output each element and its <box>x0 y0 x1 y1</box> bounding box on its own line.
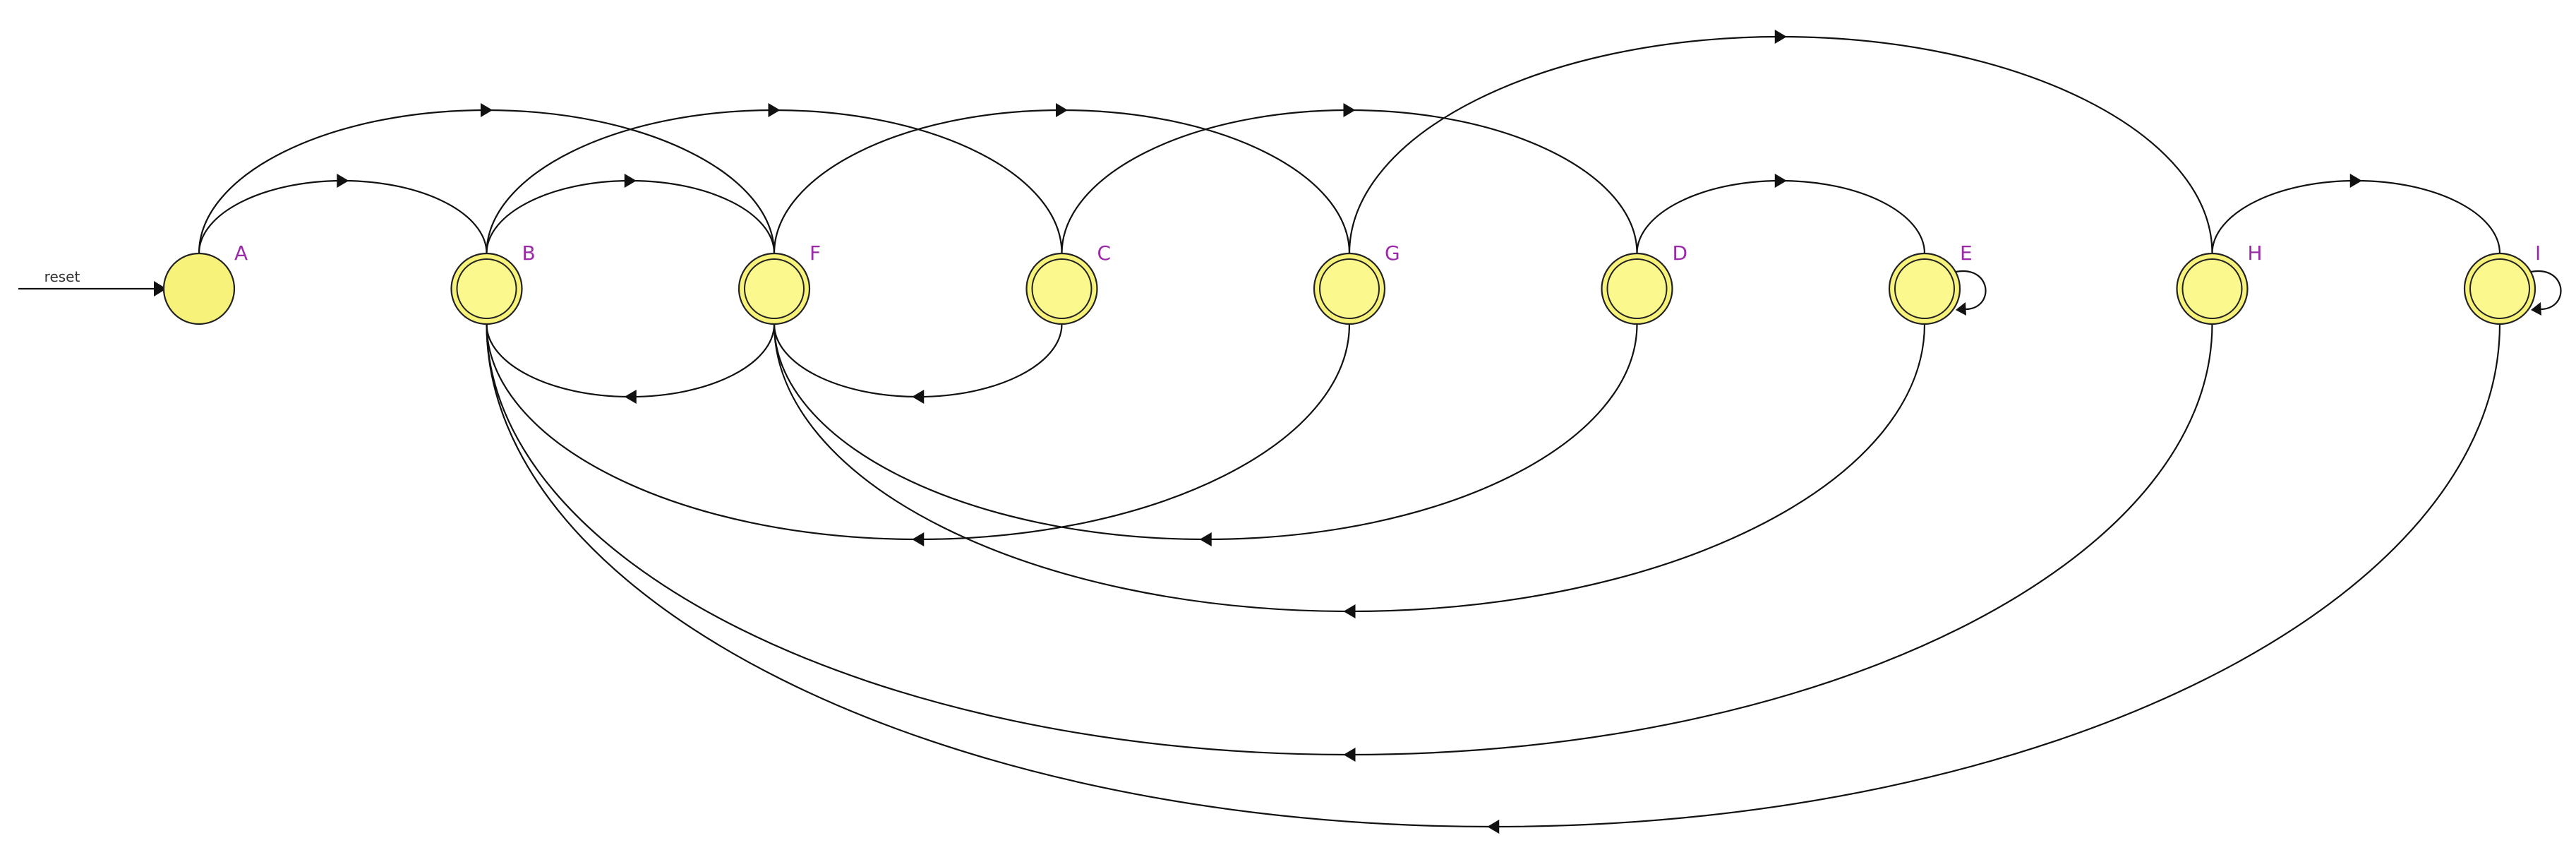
state-label: A <box>234 241 248 265</box>
state-label: C <box>1097 241 1112 265</box>
arrowhead <box>768 103 781 117</box>
arrowhead <box>1774 174 1787 188</box>
arrowhead <box>1343 103 1356 117</box>
state-label: I <box>2535 241 2541 265</box>
arrowhead <box>1056 103 1068 117</box>
self-loop-I <box>2530 270 2562 311</box>
state-E[interactable]: E <box>1888 241 1973 325</box>
transition-F-B <box>486 323 776 404</box>
state-label: B <box>522 241 536 265</box>
state-label: H <box>2248 241 2263 265</box>
self-loop-E <box>1955 270 1987 311</box>
state-C[interactable]: C <box>1025 241 1112 325</box>
accepting-ring <box>2469 258 2530 319</box>
state-F[interactable]: F <box>738 241 821 325</box>
transition-G-B <box>486 323 1351 546</box>
arrowhead <box>1343 748 1356 762</box>
transition-I-I <box>2530 270 2562 316</box>
arrowhead <box>1956 302 1966 316</box>
transition-H-B <box>486 323 2213 762</box>
state-label: D <box>1673 241 1688 265</box>
arrowhead <box>1199 532 1212 546</box>
arrowhead <box>912 390 925 404</box>
state-B[interactable]: B <box>450 241 536 325</box>
edge-curve <box>1348 35 2213 254</box>
arrowhead <box>481 103 493 117</box>
arrowhead <box>624 174 637 188</box>
edge-curve <box>486 323 2501 828</box>
transition-F-G <box>773 103 1351 254</box>
state-G[interactable]: G <box>1313 241 1400 325</box>
transition-I-B <box>486 323 2501 834</box>
edge-curve <box>773 323 1926 613</box>
arrowhead <box>912 532 925 546</box>
reset-label: reset <box>44 268 80 285</box>
reset-arrowhead <box>154 281 167 297</box>
transition-D-E <box>1636 174 1926 254</box>
state-A[interactable]: A <box>162 241 248 325</box>
arrowhead <box>337 174 349 188</box>
transition-G-H <box>1348 30 2213 254</box>
transition-B-C <box>486 103 1063 254</box>
edge-curve <box>773 323 1063 398</box>
state-label: G <box>1385 241 1400 265</box>
transition-B-F <box>486 174 776 254</box>
transition-E-E <box>1955 270 1987 316</box>
accepting-ring <box>456 258 517 319</box>
state-H[interactable]: H <box>2176 241 2263 325</box>
transition-C-D <box>1061 103 1638 254</box>
edge-curve <box>198 109 776 254</box>
transition-A-F <box>198 103 776 254</box>
accepting-ring <box>1894 258 1955 319</box>
accepting-ring <box>744 258 805 319</box>
accepting-ring <box>1319 258 1380 319</box>
transitions-layer <box>198 30 2562 834</box>
arrowhead <box>2531 302 2541 316</box>
state-D[interactable]: D <box>1601 241 1688 325</box>
arrowhead <box>2349 174 2362 188</box>
state-circle <box>162 252 236 325</box>
transition-D-F <box>773 323 1638 546</box>
transition-A-B <box>198 174 488 254</box>
accepting-ring <box>1031 258 1093 319</box>
edge-curve <box>486 109 1063 254</box>
reset-arrow: reset <box>18 268 167 297</box>
state-label: E <box>1960 241 1973 265</box>
arrowhead <box>624 390 637 404</box>
transition-E-F <box>773 323 1926 618</box>
edge-curve <box>486 323 776 398</box>
accepting-ring <box>2181 258 2243 319</box>
edge-curve <box>486 323 2213 756</box>
edge-curve <box>773 109 1351 254</box>
edge-curve <box>486 323 1351 541</box>
edge-curve <box>1061 109 1638 254</box>
transition-H-I <box>2211 174 2501 254</box>
state-I[interactable]: I <box>2463 241 2541 325</box>
edge-curve <box>773 323 1638 541</box>
arrowhead <box>1487 820 1500 834</box>
arrowhead <box>1343 604 1356 618</box>
accepting-ring <box>1606 258 1668 319</box>
transition-C-F <box>773 323 1063 404</box>
state-label: F <box>809 241 821 265</box>
arrowhead <box>1774 30 1787 44</box>
